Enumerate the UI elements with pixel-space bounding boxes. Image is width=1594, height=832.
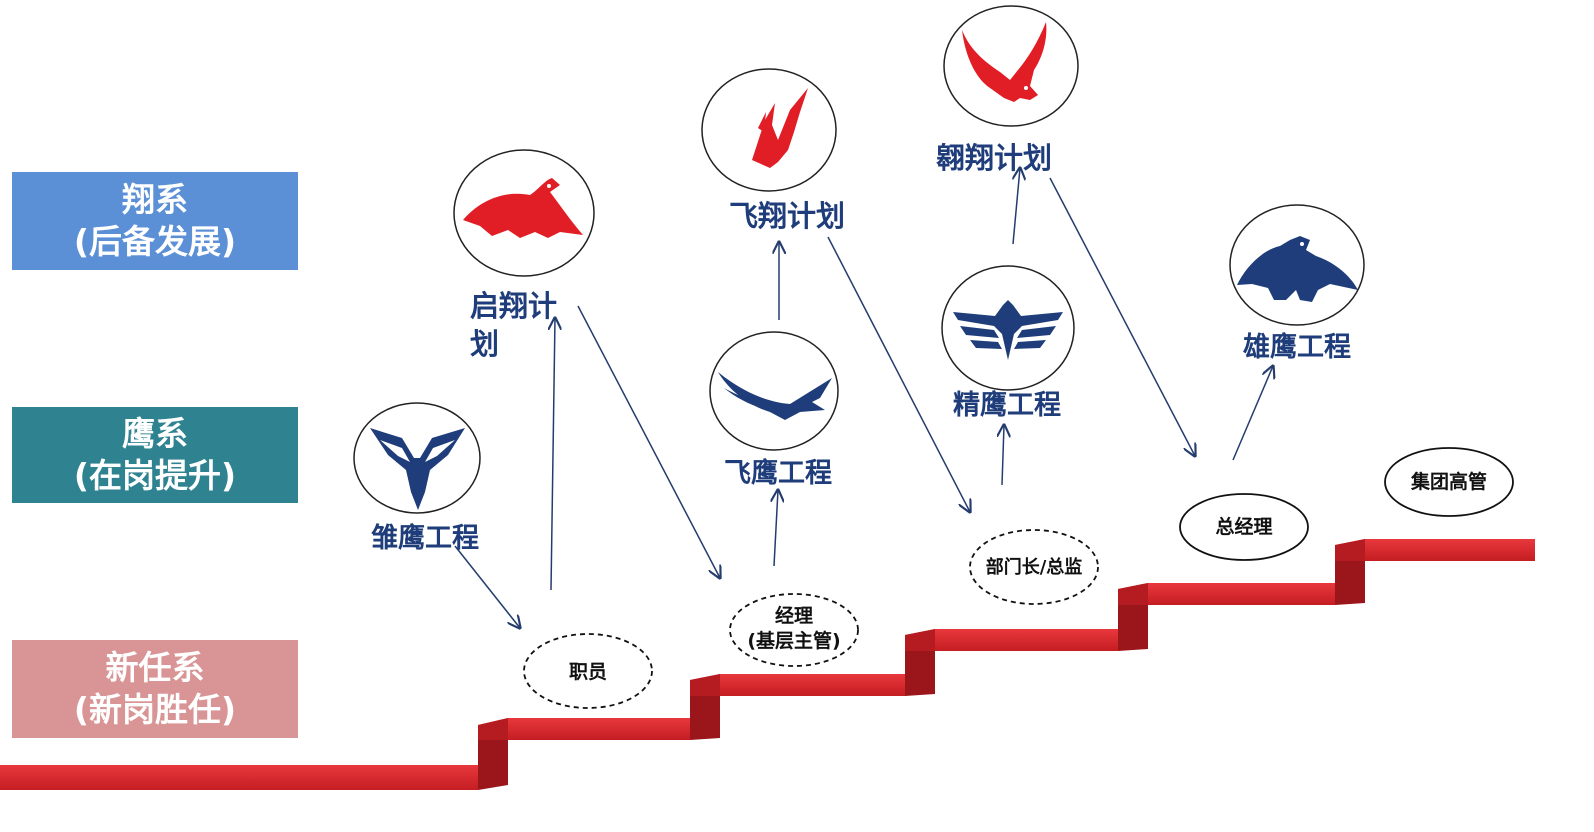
red-wing-icon <box>463 178 583 238</box>
position-gm-label: 总经理 <box>1215 516 1273 538</box>
program-jingying-label: 精鹰工程 <box>953 390 1061 421</box>
position-manager-line1: 经理 <box>774 605 813 627</box>
staff-ellipse <box>523 633 653 709</box>
band-ying-subtitle: (在岗提升) <box>73 456 237 495</box>
arrow-jingying-to-aoxiang <box>1013 168 1020 245</box>
position-manager-label: 经理 (基层主管) <box>734 604 854 654</box>
band-xin-subtitle: (新岗胜任) <box>73 690 237 729</box>
program-feixiang-label: 飞翔计划 <box>729 199 846 233</box>
arrow-director-to-jingying <box>1002 425 1004 486</box>
program-chuying-label: 雏鹰工程 <box>371 523 479 554</box>
executive-ellipse <box>1384 447 1514 517</box>
band-ying-title: 鹰系 <box>122 414 188 453</box>
blue-eagle-icon <box>1237 236 1358 302</box>
program-qixiang-line2: 划 <box>470 327 500 361</box>
red-eagle-icon <box>962 22 1047 102</box>
position-manager-line2: (基层主管) <box>747 630 841 652</box>
position-executive-label: 集团高管 <box>1410 471 1487 493</box>
blue-flying-eagle-icon <box>718 372 832 420</box>
band-xiang: 翔系 (后备发展) <box>12 172 298 270</box>
arrow-chuying-to-staff <box>454 545 520 628</box>
director-ellipse <box>969 529 1099 605</box>
blue-winged-emblem-icon <box>953 300 1063 360</box>
arrow-qixiang-to-manager <box>577 305 720 578</box>
program-qixiang-label: 启翔计 划 <box>470 287 557 363</box>
band-xin-title: 新任系 <box>105 648 205 687</box>
arrow-aoxiang-to-gm <box>1049 177 1195 456</box>
feiying-circle <box>709 331 839 451</box>
manager-ellipse <box>729 593 859 667</box>
arrow-manager-to-feiying <box>774 490 778 567</box>
gm-ellipse <box>1179 493 1309 561</box>
band-xiang-subtitle: (后备发展) <box>73 222 237 261</box>
program-aoxiang-label: 翱翔计划 <box>936 141 1053 175</box>
arrow-gm-to-xiongying <box>1232 366 1273 461</box>
band-ying: 鹰系 (在岗提升) <box>12 407 298 503</box>
career-staircase <box>0 539 1535 790</box>
red-feather-icon <box>752 88 808 168</box>
blue-eagle-spread-icon <box>370 428 465 510</box>
band-xiang-title: 翔系 <box>122 180 188 219</box>
program-xiongying-label: 雄鹰工程 <box>1243 332 1351 363</box>
position-staff-label: 职员 <box>568 661 607 683</box>
aoxiang-circle <box>943 5 1079 127</box>
arrow-feixiang-to-director <box>827 236 970 512</box>
arrow-staff-to-qixiang <box>551 318 555 591</box>
position-director-label: 部门长/总监 <box>985 557 1083 578</box>
band-xin: 新任系 (新岗胜任) <box>12 640 298 738</box>
program-qixiang-line1: 启翔计 <box>470 289 558 323</box>
program-feiying-label: 飞鹰工程 <box>724 458 832 489</box>
